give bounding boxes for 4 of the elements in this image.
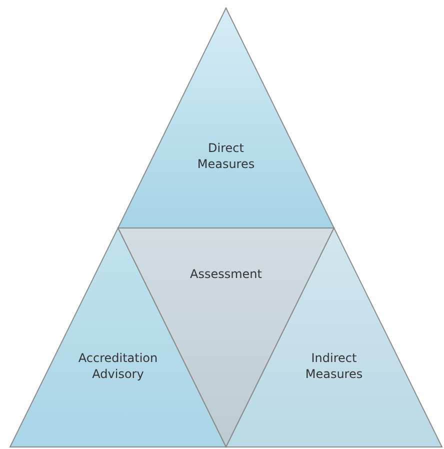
segment-label: Assessment — [190, 266, 262, 282]
segment-label: Indirect Measures — [304, 350, 364, 382]
segment-label: Direct Measures — [196, 140, 256, 172]
segment-label: Accreditation Advisory — [77, 350, 159, 382]
